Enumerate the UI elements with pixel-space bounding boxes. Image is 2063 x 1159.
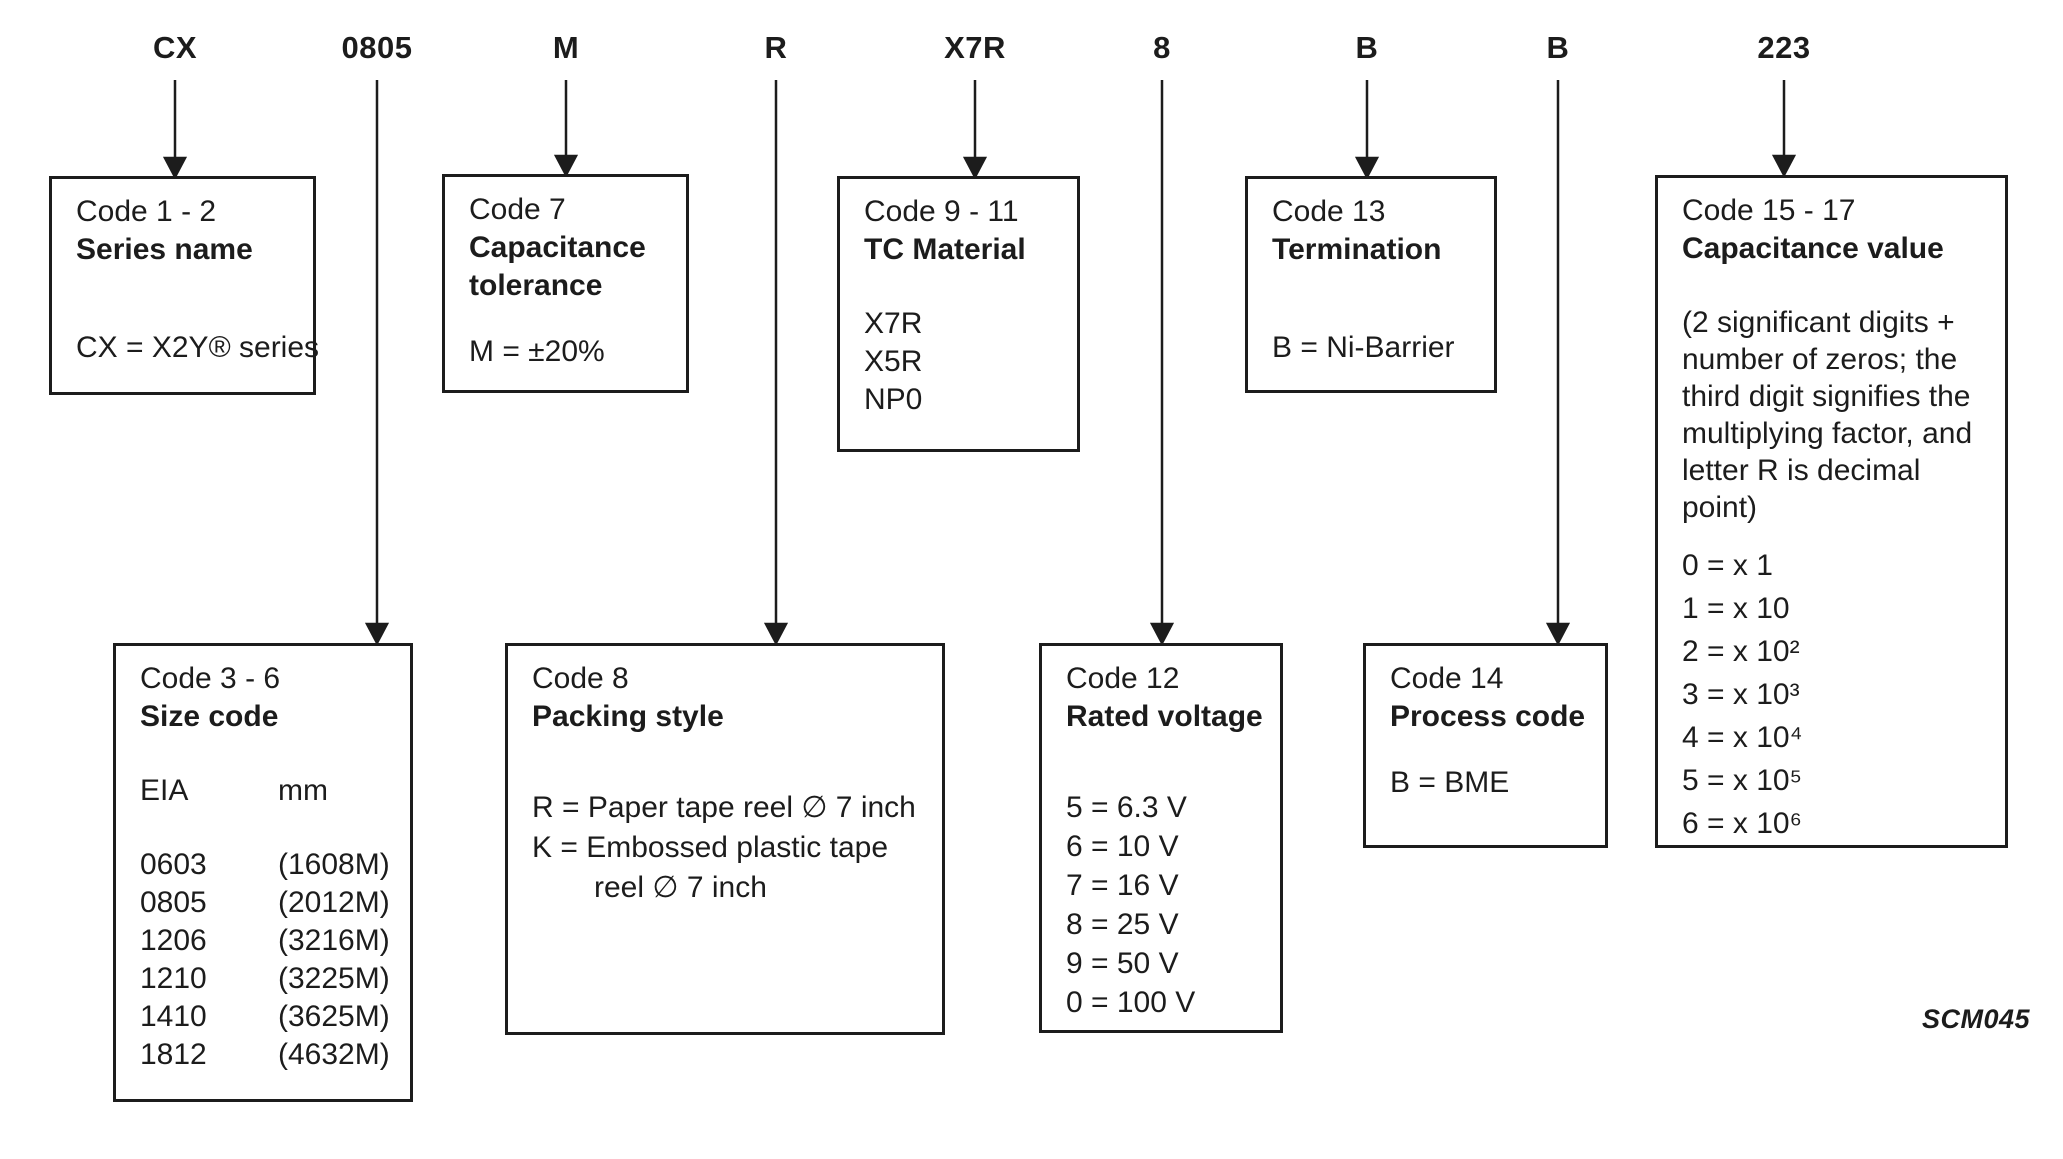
tc-material-option: X7R xyxy=(864,307,923,340)
box-packing-code: Code 8 xyxy=(532,662,629,695)
size-mm: (1608M) xyxy=(278,848,390,881)
tc-material-option: X5R xyxy=(864,345,923,378)
size-table-row: 0603 (1608M) xyxy=(140,846,396,884)
part-code-cx: CX xyxy=(152,30,198,65)
box-size-title: Size code xyxy=(140,700,279,733)
size-table-header: EIA mm xyxy=(140,772,396,810)
box-capvalue-code: Code 15 - 17 xyxy=(1682,194,1856,227)
box-size-code-label: Code 3 - 6 xyxy=(140,662,281,695)
part-code-0805: 0805 xyxy=(341,30,413,65)
packing-option-k: K = Embossed plastic tape xyxy=(532,831,889,864)
arrow-223 xyxy=(1771,80,1797,178)
voltage-option: 7 = 16 V xyxy=(1066,869,1179,902)
part-code-r: R xyxy=(764,30,788,65)
size-mm: (4632M) xyxy=(278,1038,390,1071)
arrow-0805 xyxy=(364,80,390,646)
size-eia: 0603 xyxy=(140,848,207,881)
box-voltage-title: Rated voltage xyxy=(1066,700,1263,733)
size-mm: (3625M) xyxy=(278,1000,390,1033)
arrow-x7r xyxy=(962,80,988,180)
size-eia: 1812 xyxy=(140,1038,207,1071)
box-process-code: Code 14 Process code B = BME xyxy=(1363,643,1608,848)
box-voltage-code: Code 12 xyxy=(1066,662,1180,695)
arrow-8 xyxy=(1149,80,1175,646)
size-table-row: 1206 (3216M) xyxy=(140,922,396,960)
box-termination: Code 13 Termination B = Ni-Barrier xyxy=(1245,176,1497,393)
multiplier-item: 5 = x 10⁵ xyxy=(1682,764,1803,797)
size-eia: 1410 xyxy=(140,1000,207,1033)
box-packing-title: Packing style xyxy=(532,700,724,733)
multiplier-item: 2 = x 10² xyxy=(1682,635,1800,668)
size-table-row: 1812 (4632M) xyxy=(140,1036,396,1074)
arrow-cx xyxy=(162,80,188,180)
box-packing-style: Code 8 Packing style R = Paper tape reel… xyxy=(505,643,945,1035)
size-col-eia: EIA xyxy=(140,774,189,807)
box-series-value: CX = X2Y® series xyxy=(76,331,320,364)
box-size-code: Code 3 - 6 Size code EIA mm 0603(1608M) … xyxy=(113,643,413,1102)
multiplier-item: 4 = x 10⁴ xyxy=(1682,721,1803,754)
size-eia: 0805 xyxy=(140,886,207,919)
size-eia: 1210 xyxy=(140,962,207,995)
voltage-option: 6 = 10 V xyxy=(1066,830,1179,863)
multiplier-item: 0 = x 1 xyxy=(1682,549,1773,582)
box-capvalue-title: Capacitance value xyxy=(1682,232,1944,265)
box-series-code: Code 1 - 2 xyxy=(76,195,217,228)
box-termination-title: Termination xyxy=(1272,233,1442,266)
arrow-r xyxy=(763,80,789,646)
figure-code: SCM045 xyxy=(1922,1004,2031,1034)
packing-option-r: R = Paper tape reel ∅ 7 inch xyxy=(532,791,916,824)
voltage-option: 5 = 6.3 V xyxy=(1066,791,1187,824)
box-process-title: Process code xyxy=(1390,700,1586,733)
tc-material-option: NP0 xyxy=(864,383,923,416)
multiplier-item: 1 = x 10 xyxy=(1682,592,1790,625)
part-code-b2: B xyxy=(1546,30,1570,65)
size-col-mm: mm xyxy=(278,774,328,807)
packing-option-k-cont: reel ∅ 7 inch xyxy=(594,871,767,904)
box-capacitance-value: Code 15 - 17 Capacitance value (2 signif… xyxy=(1655,175,2008,848)
box-series-title: Series name xyxy=(76,233,253,266)
part-code-223: 223 xyxy=(1757,30,1811,65)
size-eia: 1206 xyxy=(140,924,207,957)
box-capacitance-tolerance: Code 7 Capacitance tolerance M = ±20% xyxy=(442,174,689,393)
size-table-row: 1410 (3625M) xyxy=(140,998,396,1036)
box-tc-material: Code 9 - 11 TC Material X7R X5R NP0 xyxy=(837,176,1080,452)
part-code-x7r: X7R xyxy=(944,30,1006,65)
size-mm: (2012M) xyxy=(278,886,390,919)
box-series-name: Code 1 - 2 Series name CX = X2Y® series xyxy=(49,176,320,395)
multiplier-item: 3 = x 10³ xyxy=(1682,678,1800,711)
box-process-value: B = BME xyxy=(1390,766,1510,799)
box-process-code-label: Code 14 xyxy=(1390,662,1504,695)
voltage-option: 0 = 100 V xyxy=(1066,986,1196,1019)
part-code-m: M xyxy=(552,30,580,65)
box-tc-title: TC Material xyxy=(864,233,1026,266)
arrow-m xyxy=(553,80,579,178)
part-code-b1: B xyxy=(1355,30,1379,65)
box-tc-code: Code 9 - 11 xyxy=(864,195,1019,228)
box-termination-code: Code 13 xyxy=(1272,195,1386,228)
box-rated-voltage: Code 12 Rated voltage 5 = 6.3 V 6 = 10 V… xyxy=(1039,643,1283,1033)
arrow-b2 xyxy=(1545,80,1571,646)
box-tolerance-code: Code 7 xyxy=(469,193,566,226)
size-table-row: 1210 (3225M) xyxy=(140,960,396,998)
box-tolerance-title: Capacitance tolerance xyxy=(469,231,646,302)
voltage-option: 9 = 50 V xyxy=(1066,947,1179,980)
part-code-8: 8 xyxy=(1153,30,1171,65)
multiplier-item: 6 = x 10⁶ xyxy=(1682,807,1802,840)
arrow-b1 xyxy=(1354,80,1380,180)
box-tolerance-value: M = ±20% xyxy=(469,335,605,368)
size-mm: (3216M) xyxy=(278,924,390,957)
box-termination-value: B = Ni-Barrier xyxy=(1272,331,1455,364)
size-table-row: 0805 (2012M) xyxy=(140,884,396,922)
voltage-option: 8 = 25 V xyxy=(1066,908,1179,941)
size-mm: (3225M) xyxy=(278,962,390,995)
box-capvalue-note: (2 significant digits + number of zeros;… xyxy=(1682,306,1973,524)
